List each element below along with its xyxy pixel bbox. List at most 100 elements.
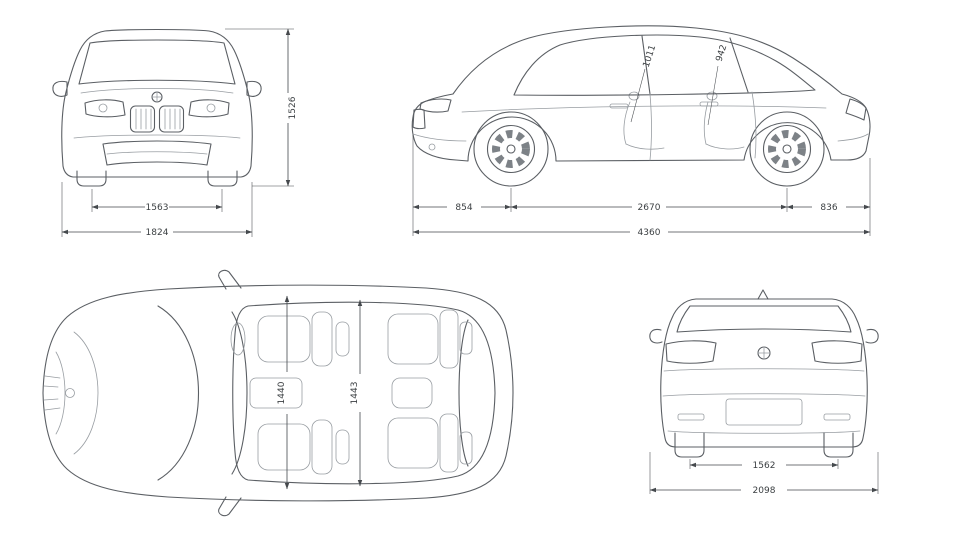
rear-seat-cushion — [705, 143, 745, 150]
dim-label-length: 4360 — [638, 228, 661, 238]
rear-right-wheel — [823, 432, 854, 458]
intake-bar — [106, 151, 208, 155]
rear-wheel-tire — [749, 111, 825, 187]
front-seat-headrest — [628, 91, 640, 101]
rear-middle-seat — [391, 377, 433, 409]
dim-label-front-height: 1526 — [288, 96, 298, 119]
bumper-top-line — [662, 393, 866, 397]
right-kidney-grille — [158, 105, 185, 133]
front-seat-cushion — [625, 143, 665, 150]
dim-label-interior-height-rear: 942 — [715, 44, 730, 63]
windshield-base-arc — [157, 305, 200, 481]
right-headlight-lens — [206, 103, 216, 113]
right-mirror — [246, 80, 262, 97]
side-headlight — [419, 98, 452, 113]
top-right-mirror — [218, 496, 242, 517]
roof-outline — [232, 301, 496, 485]
roundel-cross-rear — [757, 346, 771, 360]
front-body-outline — [61, 28, 253, 178]
rear-left-mirror — [649, 328, 663, 344]
rear-right-mirror — [865, 328, 879, 344]
front-door-seam — [649, 93, 652, 161]
front-bumper-crease — [412, 133, 467, 142]
rear-bumper-crease — [837, 133, 869, 142]
extension-line — [412, 135, 871, 236]
rear-body-outline — [660, 298, 868, 448]
dim-label-rear-overhang: 836 — [820, 203, 837, 213]
rear-window — [676, 305, 852, 333]
dim-label-wheelbase: 2670 — [638, 203, 661, 213]
side-taillight — [845, 98, 867, 121]
roof-front-arc — [231, 311, 248, 475]
bumper-crease-front — [73, 134, 241, 139]
rear-door-seam — [751, 91, 757, 159]
rear-view-drawing: 1562 2098 — [649, 289, 879, 496]
front-wheel-hub — [506, 144, 516, 154]
hood-line — [80, 88, 234, 94]
dim-label-front-width: 1824 — [146, 228, 169, 238]
dim-label-rear-track: 1562 — [753, 461, 776, 471]
front-wheel-spokes — [492, 130, 530, 168]
leader-line-rear-headroom — [707, 65, 719, 126]
front-seat-back — [311, 419, 333, 475]
front-left-wheel — [76, 170, 107, 187]
steering-wheel — [230, 322, 246, 356]
front-lower-intake — [102, 140, 212, 166]
rear-seat-cushion — [387, 417, 439, 469]
extension-line — [61, 182, 253, 237]
dim-label-front-overhang: 854 — [455, 203, 472, 213]
greenhouse-outline — [513, 34, 816, 96]
grille-hatching — [43, 375, 61, 411]
front-seat-headrest — [335, 429, 350, 465]
c-pillar — [729, 37, 749, 93]
right-reflector — [823, 413, 851, 421]
roundel-cross-front — [151, 91, 163, 103]
dim-label-interior-width-rear: 1443 — [350, 382, 360, 405]
dim-label-interior-width-front: 1440 — [277, 381, 287, 404]
rear-left-wheel — [674, 432, 705, 458]
character-line — [461, 105, 827, 113]
right-headlight — [188, 99, 230, 118]
nose-crease — [55, 351, 66, 435]
rear-seat-headrest — [459, 321, 473, 355]
left-headlight — [84, 99, 126, 118]
front-view-drawing: 1526 1563 1824 — [52, 28, 298, 238]
rear-seat-headrest — [706, 91, 718, 101]
top-body-outline — [42, 284, 514, 502]
rear-seat-cushion — [387, 313, 439, 365]
top-view-drawing: 1440 1443 — [42, 269, 514, 517]
hood-crease — [73, 331, 99, 455]
side-body-outline — [411, 25, 871, 162]
rear-seat-back — [703, 101, 709, 145]
trunk-crease — [663, 368, 865, 372]
center-console — [249, 377, 303, 409]
right-taillight — [811, 340, 863, 364]
roof-antenna-fin — [757, 289, 769, 300]
left-headlight-lens — [98, 103, 108, 113]
bmw-roundel-top — [65, 388, 75, 398]
leader-line-front-headroom — [630, 68, 646, 123]
side-view-drawing: 1011 942 854 2670 836 4360 — [411, 25, 871, 238]
dim-label-front-track: 1563 — [146, 203, 169, 213]
left-kidney-grille — [129, 105, 156, 133]
side-grille — [412, 108, 426, 130]
left-reflector — [677, 413, 705, 421]
rear-window-arc — [458, 319, 469, 467]
front-seat-back — [311, 311, 333, 367]
dim-label-rear-width: 2098 — [753, 486, 776, 496]
right-grille-slats — [164, 108, 181, 130]
front-right-wheel — [207, 170, 238, 187]
left-grille-slats — [135, 108, 152, 130]
rear-door-handle — [699, 101, 719, 107]
rear-seat-back — [439, 309, 459, 369]
front-seat-cushion — [257, 315, 311, 363]
front-seat-back — [623, 101, 631, 145]
b-pillar — [641, 35, 651, 95]
left-taillight — [665, 340, 717, 364]
rear-wheel-rim — [762, 124, 812, 174]
rear-seat-headrest — [459, 431, 473, 465]
fog-light — [428, 143, 436, 151]
top-left-mirror — [218, 269, 242, 290]
